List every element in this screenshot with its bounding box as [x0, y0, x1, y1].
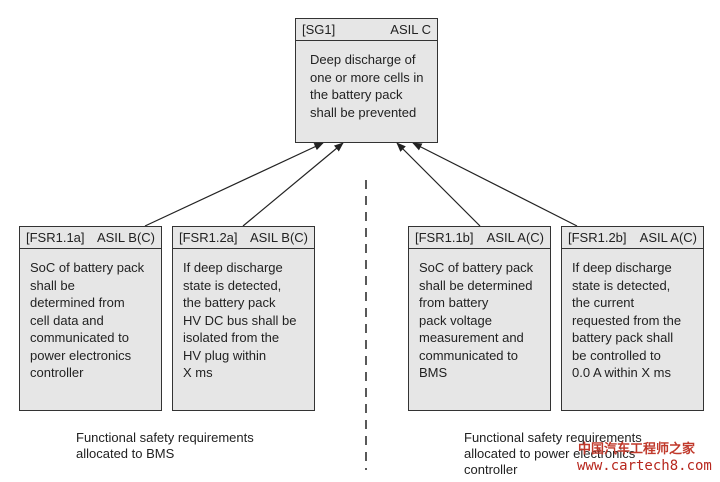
caption-line: allocated to BMS [76, 446, 175, 461]
arrow-fsr11a-to-sg1 [144, 142, 324, 227]
fsr-header: [FSR1.1b] ASIL A(C) [409, 227, 550, 249]
fsr-line: the current [572, 295, 635, 310]
fsr-line: determined from [30, 295, 125, 310]
fsr-line: from battery [419, 295, 489, 310]
arrow-fsr12b-to-sg1 [412, 142, 578, 227]
fsr-line: communicated to [30, 330, 129, 345]
fsr-line: shall be determined [419, 277, 533, 293]
safety-goal-asil: ASIL C [390, 22, 431, 37]
safety-goal-text: Deep discharge of one or more cells in t… [310, 52, 424, 120]
caption-line: Functional safety requirements [76, 430, 254, 445]
caption-line: controller [464, 462, 518, 477]
fsr-text: If deep discharge state is detected, the… [562, 249, 703, 382]
arrow-fsr12a-to-sg1 [242, 142, 344, 227]
fsr-line: measurement and [419, 330, 524, 345]
fsr-line: state is detected, [183, 277, 282, 293]
fsr-header: [FSR1.2a] ASIL B(C) [173, 227, 314, 249]
fsr-id: [FSR1.2a] [179, 230, 238, 245]
fsr-line: X ms [183, 365, 213, 380]
fsr-asil: ASIL B(C) [249, 230, 308, 245]
fsr-line: If deep discharge [183, 260, 283, 275]
fsr-id: [FSR1.2b] [568, 230, 627, 245]
fsr-line: BMS [419, 365, 448, 380]
safety-goal-header: [SG1] ASIL C [296, 19, 437, 41]
caption-line: allocated to power electronics [464, 446, 636, 461]
fsr-line: pack voltage [419, 312, 492, 328]
fsr-line: requested from the [572, 312, 682, 328]
fsr-line: be controlled to [572, 347, 661, 363]
fsr-line: communicated to [419, 347, 518, 363]
fsr-line: controller [30, 365, 84, 380]
fsr-line: power electronics [30, 347, 132, 363]
fsr-line: HV plug within [183, 347, 267, 363]
fsr-box-1-2b: [FSR1.2b] ASIL A(C) If deep discharge st… [561, 226, 704, 411]
watermark-url: www.cartech8.com [577, 458, 712, 474]
fsr-text: SoC of battery pack shall be determined … [409, 249, 550, 382]
fsr-line: isolated from the [183, 330, 280, 345]
fsr-line: HV DC bus shall be [183, 312, 297, 328]
fsr-header: [FSR1.2b] ASIL A(C) [562, 227, 703, 249]
fsr-asil: ASIL A(C) [486, 230, 544, 245]
safety-goal-box: [SG1] ASIL C Deep discharge of one or mo… [295, 18, 438, 143]
fsr-box-1-1b: [FSR1.1b] ASIL A(C) SoC of battery pack … [408, 226, 551, 411]
fsr-line: 0.0 A within X ms [572, 365, 671, 380]
caption-line: Functional safety requirements [464, 430, 642, 445]
fsr-line: shall be [30, 277, 75, 293]
fsr-id: [FSR1.1b] [415, 230, 474, 245]
fsr-header: [FSR1.1a] ASIL B(C) [20, 227, 161, 249]
fsr-line: the battery pack [183, 295, 276, 310]
fsr-line: SoC of battery pack [30, 260, 145, 275]
fsr-asil: ASIL B(C) [96, 230, 155, 245]
fsr-line: battery pack shall [572, 330, 674, 345]
fsr-box-1-2a: [FSR1.2a] ASIL B(C) If deep discharge st… [172, 226, 315, 411]
arrow-fsr11b-to-sg1 [396, 142, 481, 227]
fsr-text: SoC of battery pack shall be determined … [20, 249, 161, 382]
fsr-line: SoC of battery pack [419, 260, 534, 275]
fsr-id: [FSR1.1a] [26, 230, 85, 245]
fsr-text: If deep discharge state is detected, the… [173, 249, 314, 382]
watermark-cn: 中国汽车工程师之家 [578, 441, 696, 456]
caption-bms: Functional safety requirements allocated… [76, 430, 254, 462]
fsr-asil: ASIL A(C) [639, 230, 697, 245]
safety-goal-id: [SG1] [302, 22, 336, 37]
fsr-box-1-1a: [FSR1.1a] ASIL B(C) SoC of battery pack … [19, 226, 162, 411]
fsr-line: cell data and [30, 312, 104, 328]
fsr-line: If deep discharge [572, 260, 672, 275]
caption-power-electronics: Functional safety requirements allocated… [464, 430, 642, 478]
fsr-line: state is detected, [572, 277, 671, 293]
